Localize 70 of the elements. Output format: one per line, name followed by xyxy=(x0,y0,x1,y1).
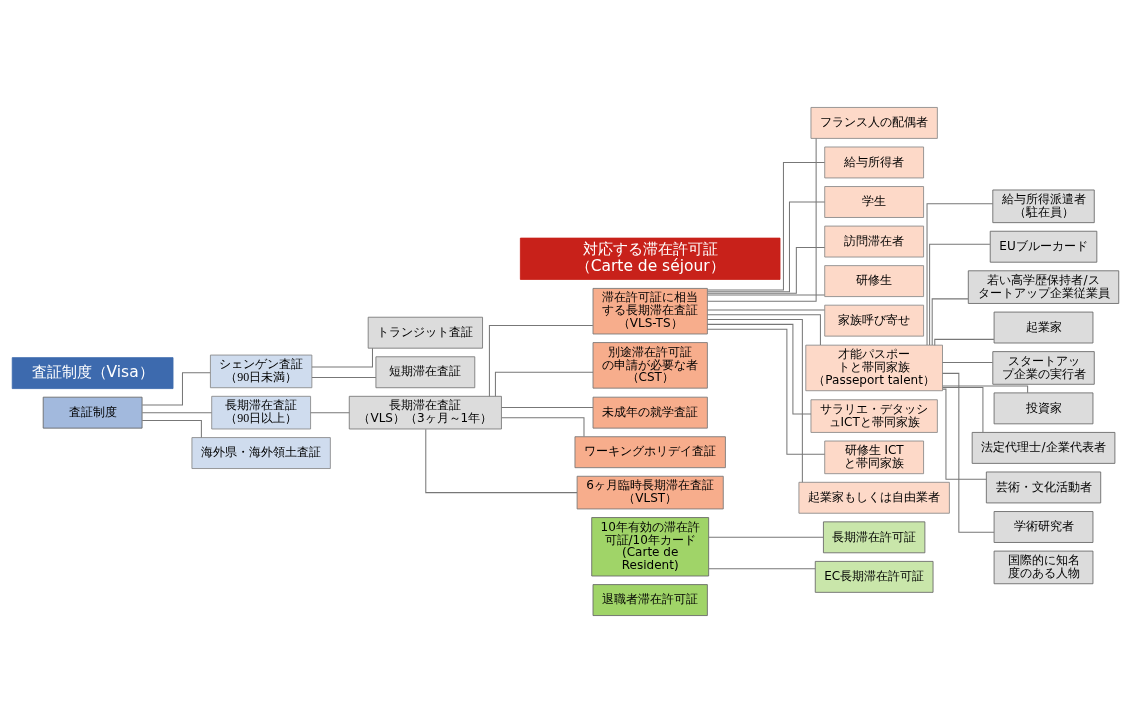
node-box: 才能パスポートと帯同家族（Passeport talent） xyxy=(805,344,943,391)
node-box: 家族呼び寄せ xyxy=(824,304,924,337)
node-box: 芸術・文化活動者 xyxy=(985,471,1102,503)
node-box: 6ヶ月臨時長期滞在査証（VLST） xyxy=(576,475,724,509)
connector xyxy=(708,536,824,538)
connector xyxy=(706,328,826,455)
node-box: 長期滞在許可証 xyxy=(823,520,926,553)
node-box: 査証制度 xyxy=(42,396,143,429)
connector xyxy=(706,161,826,291)
connector xyxy=(707,308,826,310)
node-box: 滞在許可証に相当する長期滞在査証（VLS-TS） xyxy=(592,287,708,334)
connector xyxy=(926,202,994,346)
node-box: 未成年の就学査証 xyxy=(592,396,708,429)
node-box: 起業家 xyxy=(993,311,1094,343)
node-box: 長期滞在査証 （90日以上） xyxy=(211,395,311,429)
connector xyxy=(934,338,995,346)
node-box: EC長期滞在許可証 xyxy=(814,560,934,593)
connector xyxy=(141,411,213,413)
node-box: フランス人の配偶者 xyxy=(810,106,938,139)
node-box: 法定代理士/企業代表者 xyxy=(971,431,1116,464)
connector xyxy=(929,243,991,345)
node-box: 長期滞在査証（VLS）（3ヶ月～1年） xyxy=(348,395,502,429)
connector xyxy=(310,411,350,413)
connector xyxy=(501,416,585,437)
node-box: 海外県・海外領土査証 xyxy=(191,436,331,469)
node-box: 退職者滞在許可証 xyxy=(592,583,708,616)
connector xyxy=(942,361,994,363)
connector xyxy=(707,137,817,302)
connector xyxy=(488,324,594,397)
connector xyxy=(500,406,594,408)
node-box: 給与所得者 xyxy=(824,146,924,178)
connector xyxy=(708,567,816,569)
node-box: サラリエ・デタッシュICTと帯同家族 xyxy=(810,398,938,433)
connector xyxy=(311,376,377,378)
connector xyxy=(707,201,826,292)
connector xyxy=(942,372,995,533)
node-box: 学生 xyxy=(824,185,924,218)
node-box: 学術研究者 xyxy=(993,510,1094,543)
node-box: 研修生 xyxy=(824,264,924,297)
node-box: 10年有効の滞在許可証/10年カード (Carte de Resident) xyxy=(591,516,710,576)
connector xyxy=(707,246,826,294)
connector xyxy=(141,371,211,405)
connector xyxy=(707,293,826,295)
connector xyxy=(707,318,803,483)
connector xyxy=(942,388,987,480)
connector xyxy=(931,297,969,345)
node-box: トランジット査証 xyxy=(367,316,483,349)
node-box: シェンゲン査証 （90日未満） xyxy=(210,354,313,388)
node-box: スタートアップ企業の実行者 xyxy=(992,350,1095,385)
node-box: 起業家もしくは自由業者 xyxy=(798,481,950,514)
connector xyxy=(706,323,812,414)
connector xyxy=(311,347,373,368)
node-box: ワーキングホリデイ査証 xyxy=(574,435,726,468)
node-box: 査証制度（Visa） xyxy=(11,356,174,389)
node-box: 別途滞在許可証の申請が必要な者（CST） xyxy=(592,341,708,389)
connector xyxy=(425,428,578,493)
node-box: 対応する滞在許可証（Carte de séjour） xyxy=(519,237,781,280)
connector xyxy=(494,371,594,397)
connector xyxy=(141,419,202,438)
node-box: 短期滞在査証 xyxy=(375,355,476,388)
node-box: 研修生 ICTと帯同家族 xyxy=(824,440,924,474)
node-box: 投資家 xyxy=(993,391,1094,424)
connector xyxy=(707,313,821,346)
node-box: 給与所得派遣者（駐在員） xyxy=(992,189,1095,223)
node-box: 訪問滞在者 xyxy=(824,225,924,257)
node-box: 若い高学歴保持者/スタートアップ企業従業員 xyxy=(967,269,1120,304)
connector xyxy=(942,386,984,433)
node-box: 国際的に知名度のある人物 xyxy=(993,550,1094,584)
connector xyxy=(942,384,1029,393)
node-box: EUブルーカード xyxy=(989,230,1098,263)
